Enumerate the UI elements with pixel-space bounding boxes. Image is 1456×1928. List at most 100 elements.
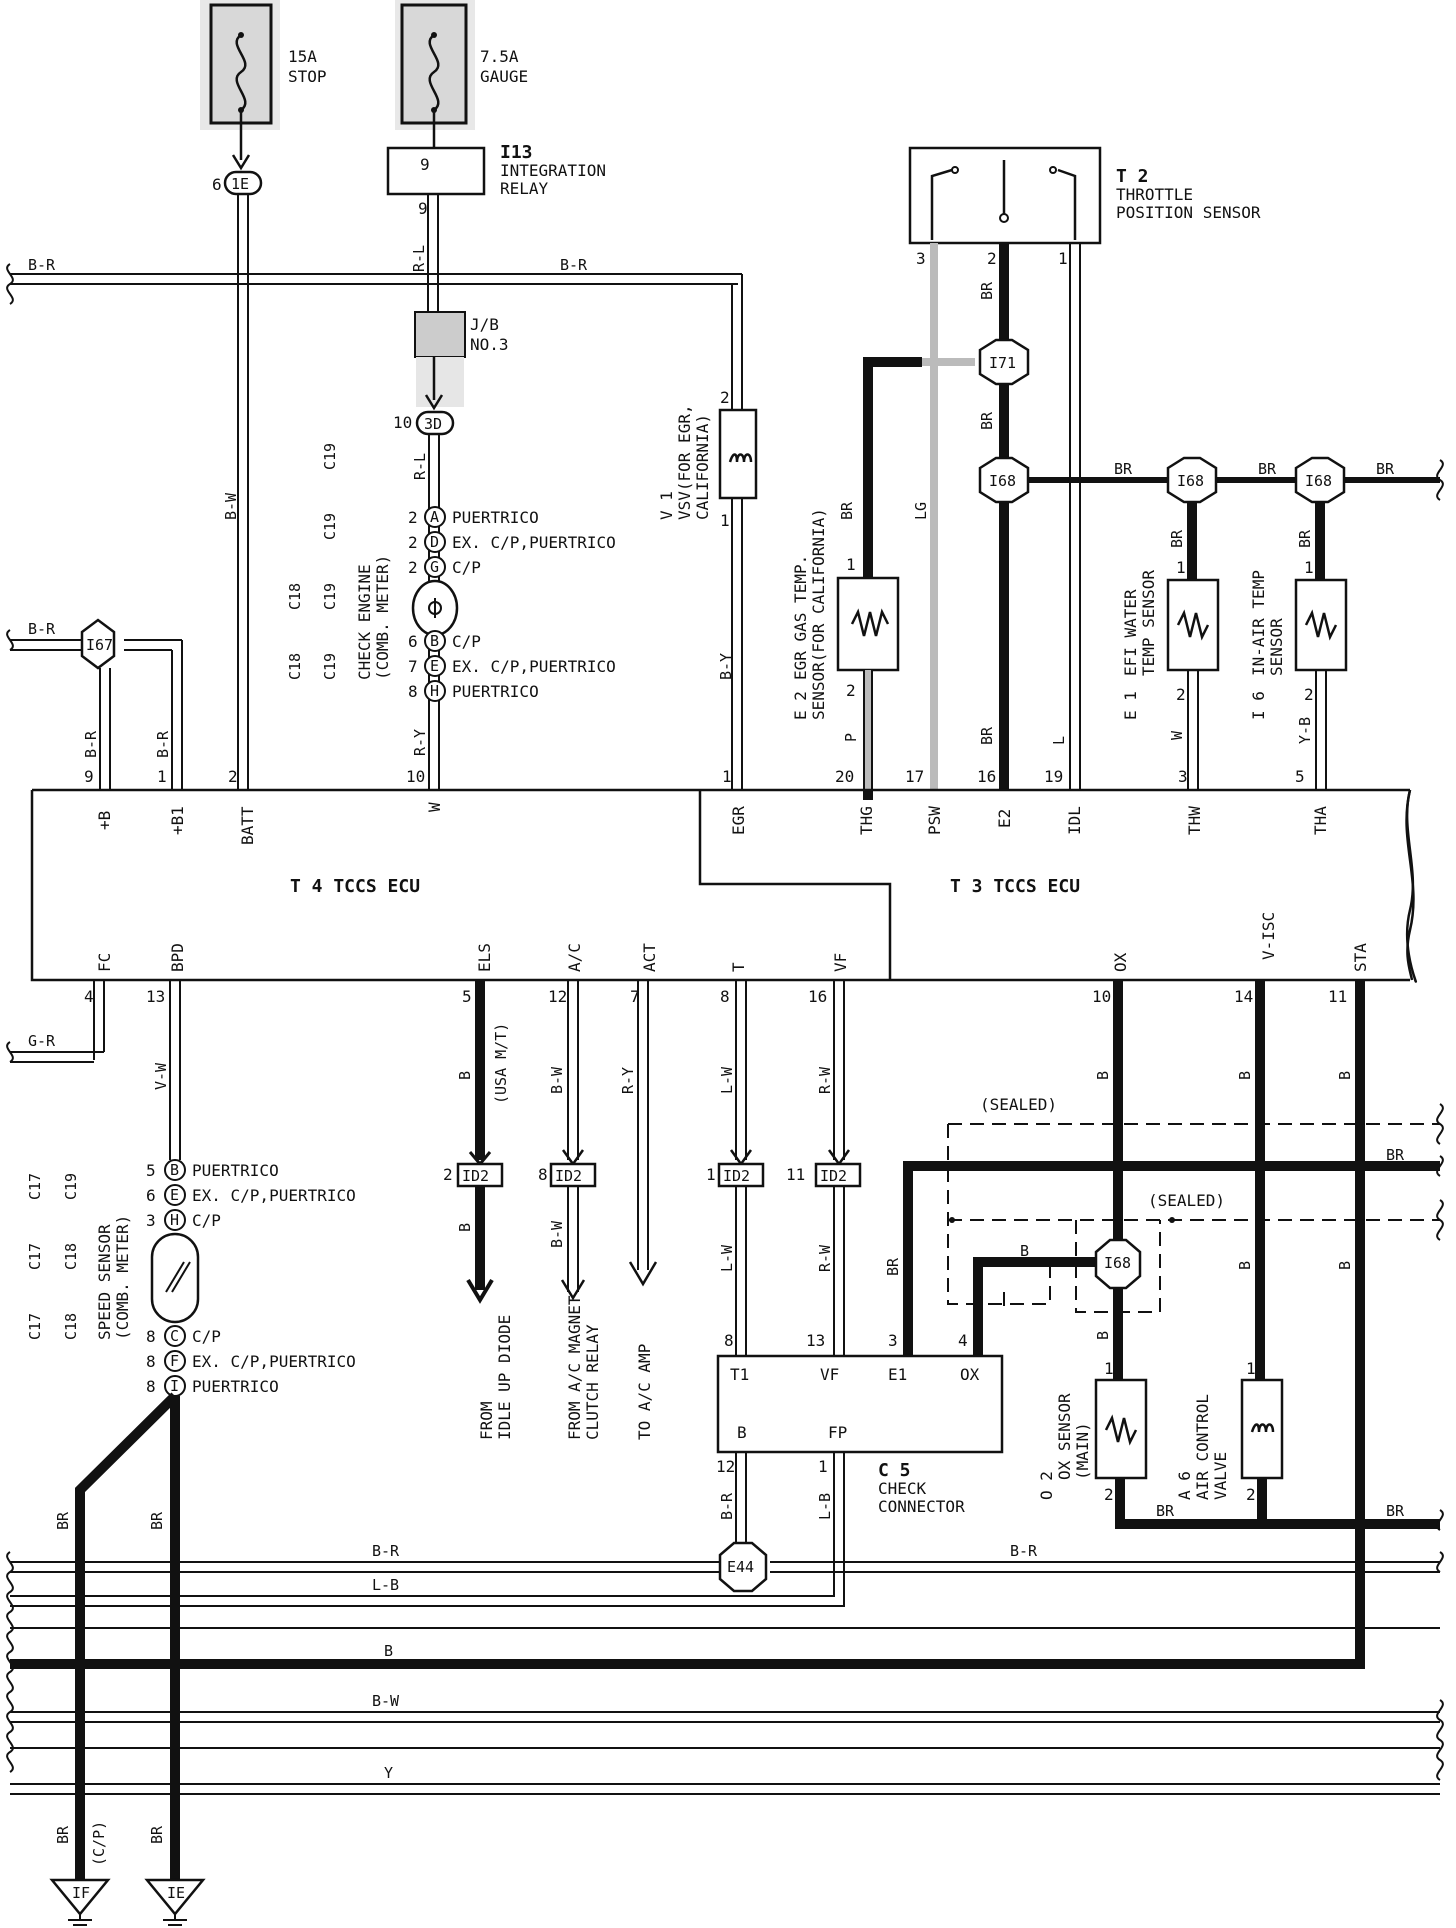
svg-text:CALIFORNIA): CALIFORNIA) (693, 414, 712, 520)
svg-text:C18: C18 (62, 1313, 80, 1340)
fuse-15a-name: STOP (288, 67, 327, 86)
svg-text:6: 6 (408, 632, 418, 651)
svg-text:F: F (170, 1352, 179, 1370)
svg-text:I71: I71 (989, 354, 1016, 372)
ecu-top-pins: 9 +B 1 +B1 2 BATT 10 W 1 EGR 20 THG 17 P… (84, 767, 1330, 845)
connector-id2-a: 2 ID2 (443, 1162, 504, 1188)
check-engine-pins: 2 A PUERTRICO 2 D EX. C/P,PUERTRICO 2 G … (408, 506, 616, 702)
svg-text:C 5: C 5 (878, 1460, 911, 1481)
svg-text:2: 2 (720, 388, 730, 407)
svg-text:H: H (170, 1211, 179, 1229)
svg-text:A: A (430, 508, 439, 526)
svg-text:BR: BR (838, 501, 856, 520)
svg-text:I68: I68 (989, 472, 1016, 490)
svg-text:8: 8 (146, 1352, 156, 1371)
svg-text:TEMP SENSOR: TEMP SENSOR (1139, 570, 1158, 676)
svg-text:SENSOR: SENSOR (1267, 618, 1286, 676)
svg-text:B-R: B-R (28, 256, 56, 274)
svg-text:ID2: ID2 (555, 1167, 582, 1185)
svg-text:VF: VF (820, 1365, 839, 1384)
svg-text:2: 2 (987, 249, 997, 268)
svg-text:3: 3 (916, 249, 926, 268)
svg-text:11: 11 (1328, 987, 1347, 1006)
label-from-ac-relay: FROM A/C MAGNET CLUTCH RELAY (565, 1295, 602, 1440)
svg-text:B-W: B-W (222, 492, 240, 520)
svg-text:FP: FP (828, 1423, 847, 1442)
svg-text:BR: BR (1386, 1502, 1405, 1520)
connector-1e: 6 1E (212, 170, 263, 196)
svg-text:5: 5 (146, 1161, 156, 1180)
connector-id2-d: 11 ID2 (786, 1162, 862, 1188)
svg-text:1: 1 (706, 1165, 716, 1184)
svg-text:(SEALED): (SEALED) (1148, 1191, 1225, 1210)
svg-text:7: 7 (408, 657, 418, 676)
svg-text:8: 8 (146, 1377, 156, 1396)
svg-text:Y: Y (384, 1764, 393, 1782)
svg-text:V 1: V 1 (657, 491, 676, 520)
svg-text:W: W (425, 802, 444, 812)
vsv-egr: 2 1 V 1 VSV(FOR EGR, CALIFORNIA) (657, 388, 758, 530)
ground-if: IF (49, 1878, 111, 1926)
svg-text:IE: IE (167, 1884, 185, 1902)
svg-text:2: 2 (1304, 685, 1314, 704)
svg-text:16: 16 (977, 767, 996, 786)
svg-text:V-ISC: V-ISC (1259, 912, 1278, 960)
svg-text:B-R: B-R (718, 1492, 736, 1520)
svg-text:VSV(FOR EGR,: VSV(FOR EGR, (675, 404, 694, 520)
svg-text:BR: BR (1386, 1146, 1405, 1164)
svg-text:14: 14 (1234, 987, 1253, 1006)
fuse-7-5a-name: GAUGE (480, 67, 528, 86)
svg-text:ID2: ID2 (820, 1167, 847, 1185)
svg-text:B-R: B-R (1010, 1542, 1038, 1560)
svg-text:CHECK: CHECK (878, 1479, 927, 1498)
svg-text:6: 6 (212, 175, 222, 194)
svg-text:B-W: B-W (548, 1066, 566, 1094)
svg-text:B: B (456, 1223, 474, 1232)
label-from-idle-up-diode: FROM IDLE UP DIODE (477, 1315, 514, 1440)
svg-text:W: W (1168, 730, 1186, 740)
svg-text:(USA M/T): (USA M/T) (492, 1023, 510, 1104)
svg-text:C19: C19 (321, 653, 339, 680)
svg-text:9: 9 (84, 767, 94, 786)
svg-text:2: 2 (1176, 685, 1186, 704)
svg-text:C18: C18 (286, 653, 304, 680)
svg-text:SPEED SENSOR: SPEED SENSOR (95, 1224, 114, 1340)
svg-text:8: 8 (408, 682, 418, 701)
svg-text:EGR: EGR (729, 806, 748, 835)
fuse-15a-stop: 15A STOP (200, 0, 327, 130)
svg-text:NO.3: NO.3 (470, 335, 509, 354)
svg-text:B: B (1236, 1261, 1254, 1270)
svg-text:R-W: R-W (816, 1244, 834, 1272)
svg-text:R-Y: R-Y (619, 1067, 637, 1094)
svg-text:BR: BR (1168, 529, 1186, 548)
svg-text:PUERTRICO: PUERTRICO (452, 682, 539, 701)
junction-i68-d: I68 (1094, 1238, 1142, 1290)
svg-text:C18: C18 (286, 583, 304, 610)
svg-text:BATT: BATT (238, 806, 257, 845)
svg-text:13: 13 (146, 987, 165, 1006)
svg-text:E 2: E 2 (791, 691, 810, 720)
svg-text:PSW: PSW (925, 806, 944, 835)
svg-text:OX: OX (1111, 952, 1130, 972)
speed-sensor-title: SPEED SENSOR (COMB. METER) C17 C17 C17 C… (26, 1173, 132, 1340)
connector-id2-b: 8 ID2 (538, 1162, 597, 1188)
svg-text:IF: IF (72, 1884, 90, 1902)
svg-text:B: B (456, 1071, 474, 1080)
svg-text:3: 3 (1178, 767, 1188, 786)
svg-text:8: 8 (724, 1331, 734, 1350)
svg-text:BR: BR (148, 1511, 166, 1530)
svg-text:5: 5 (1295, 767, 1305, 786)
svg-text:11: 11 (786, 1165, 805, 1184)
svg-text:BPD: BPD (168, 943, 187, 972)
svg-text:CHECK ENGINE: CHECK ENGINE (355, 564, 374, 680)
svg-text:3D: 3D (424, 415, 442, 433)
tps-id: T 2 (1116, 166, 1149, 187)
svg-text:G: G (430, 558, 439, 576)
svg-text:4: 4 (958, 1331, 968, 1350)
svg-text:BR: BR (884, 1257, 902, 1276)
junction-e44: E44 (718, 1541, 768, 1593)
svg-text:POSITION SENSOR: POSITION SENSOR (1116, 203, 1261, 222)
svg-text:L-W: L-W (718, 1066, 736, 1094)
svg-text:(COMB. METER): (COMB. METER) (113, 1215, 132, 1340)
